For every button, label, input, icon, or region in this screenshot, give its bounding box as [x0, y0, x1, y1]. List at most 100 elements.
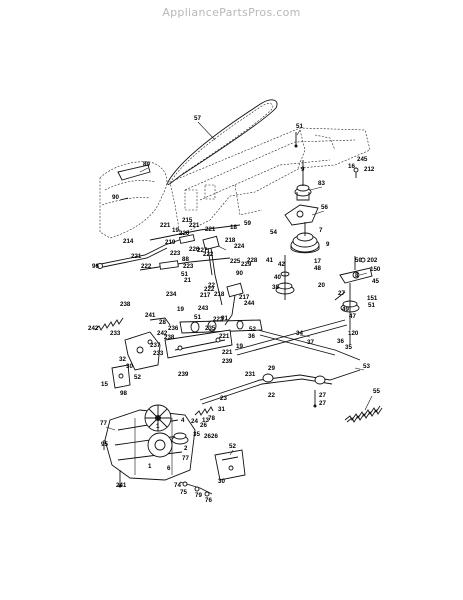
- callout-22[interactable]: 22: [208, 282, 215, 289]
- shift-lever-plate[interactable]: [164, 329, 233, 359]
- small-bracket-30[interactable]: [111, 364, 131, 389]
- callout-1[interactable]: 1: [148, 463, 152, 470]
- callout-202[interactable]: 202: [367, 257, 378, 264]
- callout-21[interactable]: 21: [184, 277, 191, 284]
- callout-52[interactable]: 52: [134, 374, 141, 381]
- callout-35[interactable]: 35: [345, 344, 352, 351]
- control-linkage[interactable]: [139, 224, 241, 271]
- callout-242[interactable]: 242: [88, 325, 99, 332]
- callout-89[interactable]: 89: [143, 161, 150, 168]
- callout-37[interactable]: 37: [307, 339, 314, 346]
- callout-217[interactable]: 217: [239, 294, 250, 301]
- callout-88[interactable]: 88: [182, 256, 189, 263]
- drive-belt[interactable]: [167, 99, 278, 185]
- drive-rod[interactable]: [199, 369, 361, 405]
- callout-6[interactable]: 6: [167, 465, 171, 472]
- callout-38[interactable]: 38: [272, 284, 279, 291]
- callout-55[interactable]: 55: [373, 388, 380, 395]
- callout-79[interactable]: 79: [195, 492, 202, 499]
- shift-bracket[interactable]: [124, 317, 171, 371]
- callout-218[interactable]: 218: [214, 291, 225, 298]
- callout-13[interactable]: 13: [202, 417, 209, 424]
- callout-244[interactable]: 244: [244, 300, 255, 307]
- callout-238[interactable]: 238: [120, 301, 131, 308]
- callout-221[interactable]: 221: [189, 222, 200, 229]
- callout-50[interactable]: 50: [355, 257, 362, 264]
- callout-24[interactable]: 24: [191, 418, 198, 425]
- callout-27[interactable]: 27: [319, 400, 326, 407]
- brake-pedal[interactable]: [202, 235, 223, 306]
- callout-22[interactable]: 22: [268, 392, 275, 399]
- callout-31[interactable]: 31: [218, 406, 225, 413]
- callout-243[interactable]: 243: [198, 305, 209, 312]
- callout-51[interactable]: 51: [181, 271, 188, 278]
- callout-215[interactable]: 215: [182, 217, 193, 224]
- callout-98[interactable]: 98: [120, 390, 127, 397]
- callout-18[interactable]: 18: [230, 224, 237, 231]
- callout-49[interactable]: 49: [342, 306, 349, 313]
- callout-15[interactable]: 15: [101, 381, 108, 388]
- callout-231[interactable]: 231: [245, 371, 256, 378]
- shift-rod-assembly[interactable]: [179, 481, 213, 497]
- callout-223[interactable]: 223: [170, 250, 181, 257]
- callout-27[interactable]: 27: [338, 290, 345, 297]
- pedal-shaft[interactable]: [179, 319, 263, 334]
- callout-42[interactable]: 42: [278, 261, 285, 268]
- callout-222[interactable]: 222: [141, 263, 152, 270]
- callout-26[interactable]: 26: [200, 422, 207, 429]
- callout-218[interactable]: 218: [225, 237, 236, 244]
- callout-16[interactable]: 16: [348, 163, 355, 170]
- callout-26[interactable]: 26: [211, 433, 218, 440]
- callout-221[interactable]: 221: [222, 349, 233, 356]
- callout-57[interactable]: 57: [194, 115, 201, 122]
- callout-245[interactable]: 245: [357, 156, 368, 163]
- callout-48[interactable]: 48: [314, 265, 321, 272]
- callout-34[interactable]: 34: [296, 330, 303, 337]
- callout-1[interactable]: 1: [156, 423, 160, 430]
- callout-51[interactable]: 51: [296, 123, 303, 130]
- transaxle-fan[interactable]: [144, 404, 172, 432]
- callout-51[interactable]: 51: [194, 314, 201, 321]
- callout-76[interactable]: 76: [205, 497, 212, 504]
- callout-241[interactable]: 241: [145, 312, 156, 319]
- callout-52[interactable]: 52: [249, 326, 256, 333]
- callout-74[interactable]: 74: [174, 482, 181, 489]
- callout-242[interactable]: 242: [157, 330, 168, 337]
- clutch-pedal[interactable]: [224, 282, 244, 326]
- callout-77[interactable]: 77: [182, 455, 189, 462]
- callout-221[interactable]: 221: [160, 222, 171, 229]
- callout-90[interactable]: 90: [112, 194, 119, 201]
- callout-19[interactable]: 19: [177, 306, 184, 313]
- callout-35[interactable]: 35: [193, 431, 200, 438]
- callout-28[interactable]: 28: [159, 319, 166, 326]
- callout-234[interactable]: 234: [166, 291, 177, 298]
- callout-54[interactable]: 54: [270, 229, 277, 236]
- callout-239[interactable]: 239: [178, 371, 189, 378]
- callout-239[interactable]: 239: [222, 358, 233, 365]
- callout-150[interactable]: 150: [370, 266, 381, 273]
- callout-45[interactable]: 45: [372, 278, 379, 285]
- callout-214[interactable]: 214: [123, 238, 134, 245]
- callout-90[interactable]: 90: [236, 270, 243, 277]
- callout-212[interactable]: 212: [364, 166, 375, 173]
- idler-arm-assembly[interactable]: [334, 256, 373, 330]
- callout-224[interactable]: 224: [234, 243, 245, 250]
- left-spring[interactable]: [94, 317, 124, 331]
- callout-23[interactable]: 23: [220, 395, 227, 402]
- callout-41[interactable]: 41: [266, 257, 273, 264]
- callout-29[interactable]: 29: [268, 365, 275, 372]
- callout-75[interactable]: 75: [180, 489, 187, 496]
- idler-bracket[interactable]: [284, 204, 319, 226]
- callout-120[interactable]: 120: [348, 330, 359, 337]
- callout-2[interactable]: 2: [184, 445, 188, 452]
- callout-56[interactable]: 56: [321, 204, 328, 211]
- callout-78[interactable]: 78: [208, 415, 215, 422]
- callout-221[interactable]: 221: [219, 333, 230, 340]
- callout-20[interactable]: 20: [318, 282, 325, 289]
- callout-233[interactable]: 233: [110, 330, 121, 337]
- lift-rod[interactable]: [95, 237, 186, 269]
- callout-227[interactable]: 227: [197, 247, 208, 254]
- callout-95[interactable]: 95: [101, 441, 108, 448]
- callout-32[interactable]: 32: [119, 356, 126, 363]
- callout-221[interactable]: 221: [131, 253, 142, 260]
